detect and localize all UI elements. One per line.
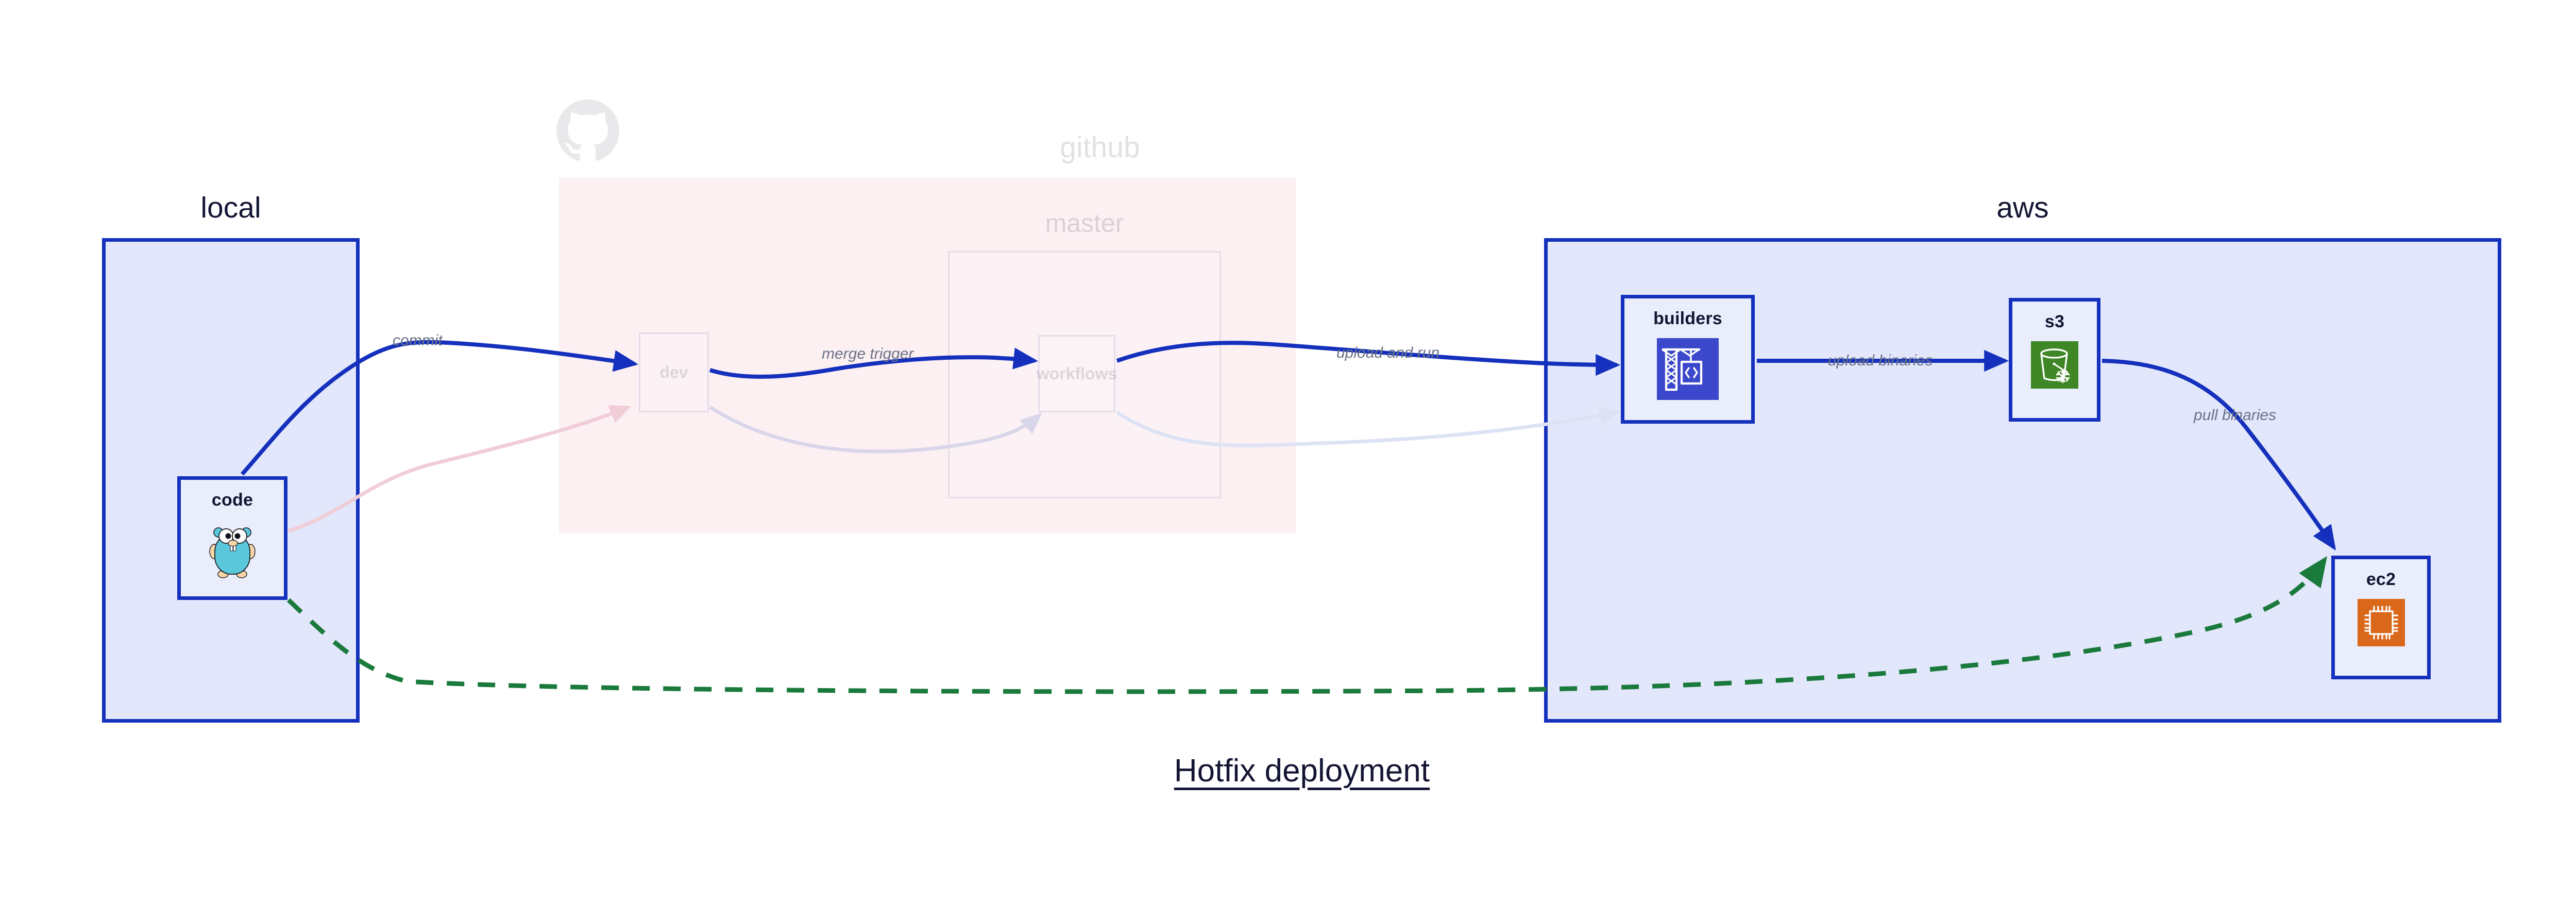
aws-s3-glacier-icon bbox=[2031, 341, 2078, 389]
aws-ec2-chip-icon bbox=[2357, 599, 2405, 646]
edge-label-commit: commit bbox=[393, 332, 443, 349]
node-label-dev: dev bbox=[659, 363, 688, 381]
cluster-label-aws: aws bbox=[1996, 191, 2049, 224]
node-ec2[interactable]: ec2 bbox=[2331, 556, 2431, 679]
cluster-label-github: github bbox=[1060, 131, 1140, 164]
github-octocat-icon bbox=[556, 99, 619, 161]
edge-label-merge-trigger: merge trigger bbox=[822, 345, 914, 362]
cluster-label-master: master bbox=[1045, 209, 1124, 238]
node-code[interactable]: code bbox=[177, 476, 287, 600]
edge-label-upload-binaries: upload binaries bbox=[1828, 352, 1933, 369]
diagram-title: Hotfix deployment bbox=[1174, 753, 1430, 789]
node-builders[interactable]: builders bbox=[1621, 295, 1755, 424]
node-label-s3: s3 bbox=[2044, 312, 2065, 331]
edge-label-upload-and-run: upload and run bbox=[1336, 344, 1440, 361]
aws-codebuild-icon bbox=[1657, 338, 1719, 400]
node-label-workflows: workflows bbox=[1036, 364, 1117, 383]
node-label-code: code bbox=[211, 490, 253, 510]
edge-label-pull-binaries: pull binaries bbox=[2194, 407, 2277, 424]
node-s3[interactable]: s3 bbox=[2009, 298, 2100, 422]
node-dev[interactable]: dev bbox=[639, 332, 709, 412]
cluster-label-local: local bbox=[200, 191, 261, 224]
go-gopher-icon bbox=[209, 527, 256, 578]
node-label-ec2: ec2 bbox=[2366, 570, 2396, 589]
node-label-builders: builders bbox=[1653, 309, 1722, 328]
node-workflows[interactable]: workflows bbox=[1036, 335, 1117, 412]
